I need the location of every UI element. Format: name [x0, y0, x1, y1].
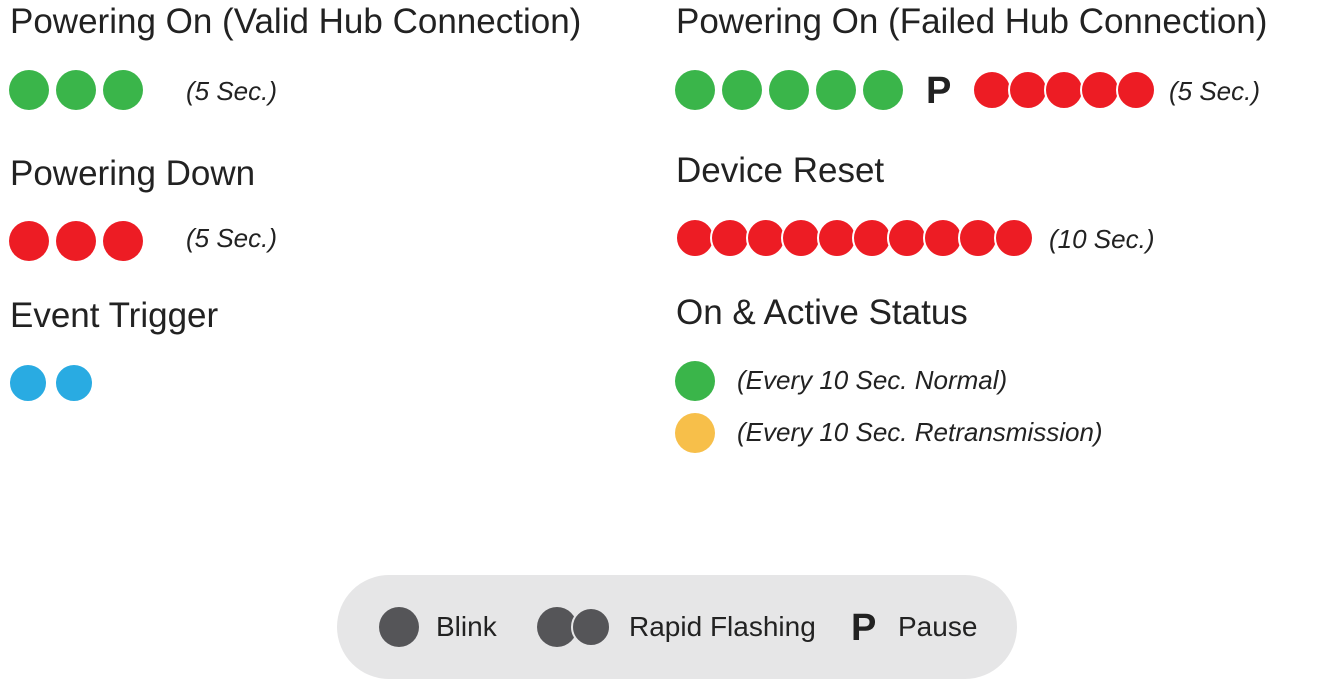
rapid-dot-6	[852, 218, 892, 258]
status-retransmission-note: (Every 10 Sec. Retransmission)	[737, 417, 1103, 447]
rapid-dot-1	[8, 363, 48, 403]
rapid-dot-1	[675, 218, 715, 258]
legend-pause-symbol: P	[851, 607, 877, 649]
powering-on-failed-rapid-indicator	[972, 70, 1162, 110]
blink-dot-2	[56, 70, 96, 110]
device-reset-title: Device Reset	[676, 151, 885, 190]
event-trigger-title: Event Trigger	[10, 296, 219, 335]
device-reset-duration: (10 Sec.)	[1049, 224, 1155, 254]
rapid-dot-9	[958, 218, 999, 258]
legend-pause-label: Pause	[898, 611, 978, 642]
legend-rapid-label: Rapid Flashing	[629, 611, 816, 642]
legend-blink-label: Blink	[436, 611, 497, 642]
rapid-dot-10	[993, 218, 1034, 258]
status-normal-note: (Every 10 Sec. Normal)	[737, 365, 1008, 395]
legend-blink-dot	[379, 607, 419, 647]
on-active-status-title: On & Active Status	[676, 293, 968, 332]
powering-on-failed-blink-indicator	[675, 70, 915, 110]
blink-dot-3	[103, 70, 143, 110]
status-retransmission-dot	[675, 413, 715, 453]
event-trigger-indicator	[8, 363, 108, 403]
rapid-dot-8	[922, 218, 963, 258]
rapid-dot-2	[710, 218, 751, 258]
powering-down-duration: (5 Sec.)	[186, 223, 278, 253]
legend-rapid-dot-2	[571, 607, 611, 647]
powering-down-title: Powering Down	[10, 154, 256, 193]
blink-dot-4	[816, 70, 856, 110]
blink-dot-5	[863, 70, 903, 110]
blink-dot-2	[56, 221, 96, 261]
status-normal-dot	[675, 361, 715, 401]
powering-down-indicator	[9, 221, 159, 261]
rapid-dot-7	[887, 218, 928, 258]
powering-on-valid-indicator	[9, 70, 159, 110]
rapid-dot-1	[972, 70, 1012, 110]
device-reset-indicator	[675, 218, 1035, 258]
rapid-dot-4	[781, 218, 822, 258]
rapid-dot-3	[1044, 70, 1084, 110]
blink-dot-1	[9, 221, 49, 261]
blink-dot-1	[9, 70, 49, 110]
blink-dot-3	[769, 70, 809, 110]
powering-on-failed-title: Powering On (Failed Hub Connection)	[676, 2, 1268, 41]
blink-dot-2	[722, 70, 762, 110]
rapid-dot-5	[1116, 70, 1156, 110]
rapid-dot-3	[745, 218, 786, 258]
rapid-dot-5	[816, 218, 857, 258]
powering-on-failed-pause-symbol: P	[926, 70, 952, 112]
powering-on-valid-duration: (5 Sec.)	[186, 76, 278, 106]
rapid-dot-4	[1080, 70, 1120, 110]
legend-rapid-dot-1	[537, 607, 577, 647]
powering-on-valid-title: Powering On (Valid Hub Connection)	[10, 2, 582, 41]
legend: Blink Rapid Flashing P Pause	[337, 575, 1017, 679]
powering-on-failed-duration: (5 Sec.)	[1169, 76, 1261, 106]
rapid-dot-2	[1008, 70, 1048, 110]
blink-dot-3	[103, 221, 143, 261]
blink-dot-1	[675, 70, 715, 110]
rapid-dot-2	[54, 363, 94, 403]
